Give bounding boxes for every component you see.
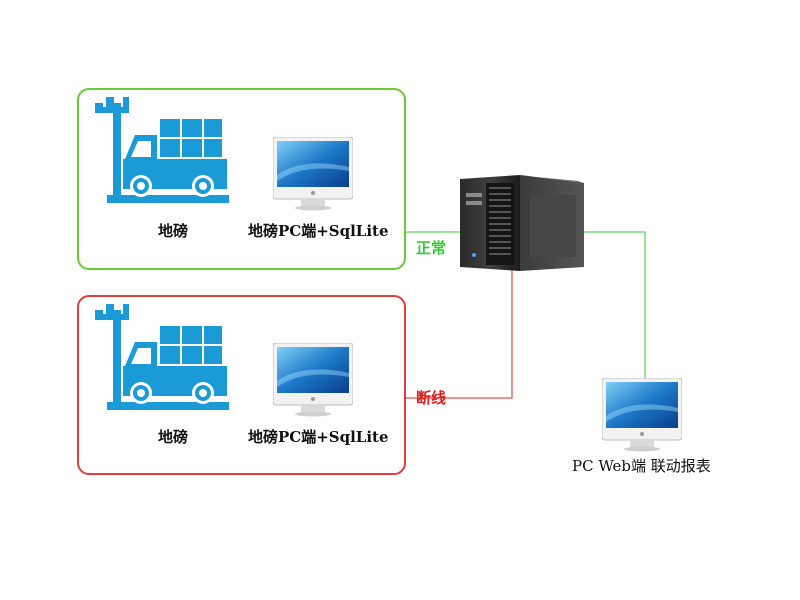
server-tower-icon (460, 175, 584, 275)
status-label-normal: 正常 (416, 239, 447, 257)
link-offline-server (406, 268, 513, 399)
link-server-web (582, 231, 646, 378)
truck-scale-icon (95, 304, 235, 414)
status-label-offline: 断线 (416, 389, 447, 407)
imac-monitor-icon (273, 343, 353, 417)
imac-monitor-icon (273, 137, 353, 211)
scale-label: 地磅 (158, 428, 189, 446)
truck-scale-icon (95, 97, 235, 207)
scale-label: 地磅 (158, 222, 189, 240)
pc-label: 地磅PC端+SqlLite (248, 428, 389, 446)
pc-label: 地磅PC端+SqlLite (248, 222, 389, 240)
imac-monitor-icon (602, 378, 682, 452)
web-client-label: PC Web端 联动报表 (572, 457, 711, 475)
